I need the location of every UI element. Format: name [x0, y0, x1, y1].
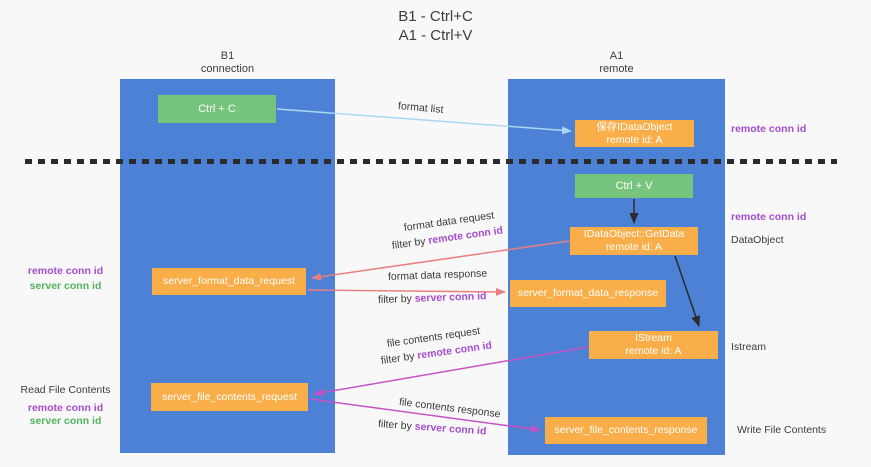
lane-a1-subtitle: remote: [599, 63, 634, 75]
server-conn-id-annotation-left-mid: server conn id: [29, 280, 102, 292]
read-file-contents-annotation: Read File Contents: [20, 384, 111, 396]
server-file-contents-response-box: server_file_contents_response: [545, 417, 707, 444]
filter-by-text: filter by: [377, 418, 416, 433]
filter-by-text: filter by: [391, 234, 430, 252]
server-file-contents-response-label: server_file_contents_response: [554, 424, 698, 436]
server-format-data-request-label: server_format_data_request: [163, 275, 295, 287]
file-contents-response-label: file contents response: [398, 396, 502, 421]
ctrl-v-box: Ctrl + V: [575, 174, 693, 198]
phase-separator-dashed-line: [25, 159, 837, 164]
idataobject-getdata-line1: IDataObject::GetData: [583, 228, 685, 240]
format-data-response-filter-label: filter by server conn id: [378, 290, 487, 307]
istream-line1: IStream: [635, 332, 672, 344]
ctrl-v-label: Ctrl + V: [615, 179, 653, 192]
diagram-title: B1 - Ctrl+C A1 - Ctrl+V: [0, 7, 871, 45]
diagram-title-line1: B1 - Ctrl+C: [398, 8, 473, 25]
remote-conn-id-annotation-mid: remote conn id: [731, 211, 807, 223]
server-format-data-response-label: server_format_data_response: [517, 287, 659, 299]
format-list-label: format list: [397, 100, 444, 116]
save-idataobject-box: 保存IDataObject remote id: A: [575, 120, 694, 147]
save-idataobject-line1: 保存IDataObject: [596, 120, 673, 133]
filter-by-text: filter by: [377, 292, 415, 306]
remote-conn-id-annotation-left-bottom: remote conn id: [27, 402, 104, 414]
ctrl-c-label: Ctrl + C: [198, 102, 236, 115]
server-file-contents-request-label: server_file_contents_request: [162, 390, 297, 403]
lane-a1-title: A1: [609, 50, 624, 62]
server-format-data-response-box: server_format_data_response: [510, 280, 666, 307]
diagram-title-line2: A1 - Ctrl+V: [398, 27, 473, 44]
lane-b1-subtitle: connection: [200, 63, 255, 75]
save-idataobject-line2: remote id: A: [606, 133, 663, 146]
server-conn-id-text: server conn id: [414, 290, 487, 305]
istream-annotation: Istream: [731, 341, 767, 353]
idataobject-getdata-line2: remote id: A: [605, 241, 663, 253]
filter-by-text: filter by: [380, 349, 419, 367]
lane-header-a1: A1 remote: [508, 50, 725, 76]
server-file-contents-request-box: server_file_contents_request: [151, 383, 308, 411]
server-format-data-request-box: server_format_data_request: [152, 268, 306, 295]
istream-line2: remote id: A: [625, 345, 682, 357]
dataobject-annotation: DataObject: [731, 234, 784, 246]
server-conn-id-text: server conn id: [414, 420, 487, 438]
server-conn-id-annotation-left-bottom: server conn id: [29, 415, 102, 427]
idataobject-getdata-box: IDataObject::GetData remote id: A: [570, 227, 698, 255]
file-contents-response-filter-label: filter by server conn id: [378, 418, 487, 439]
lane-header-b1: B1 connection: [120, 50, 335, 76]
remote-conn-id-annotation-left-mid: remote conn id: [27, 265, 104, 277]
remote-conn-id-annotation-top: remote conn id: [731, 123, 807, 135]
lane-b1-title: B1: [220, 50, 235, 62]
format-data-response-label: format data response: [387, 267, 488, 283]
write-file-contents-annotation: Write File Contents: [737, 424, 827, 436]
istream-box: IStream remote id: A: [589, 331, 718, 359]
ctrl-c-box: Ctrl + C: [158, 95, 276, 123]
